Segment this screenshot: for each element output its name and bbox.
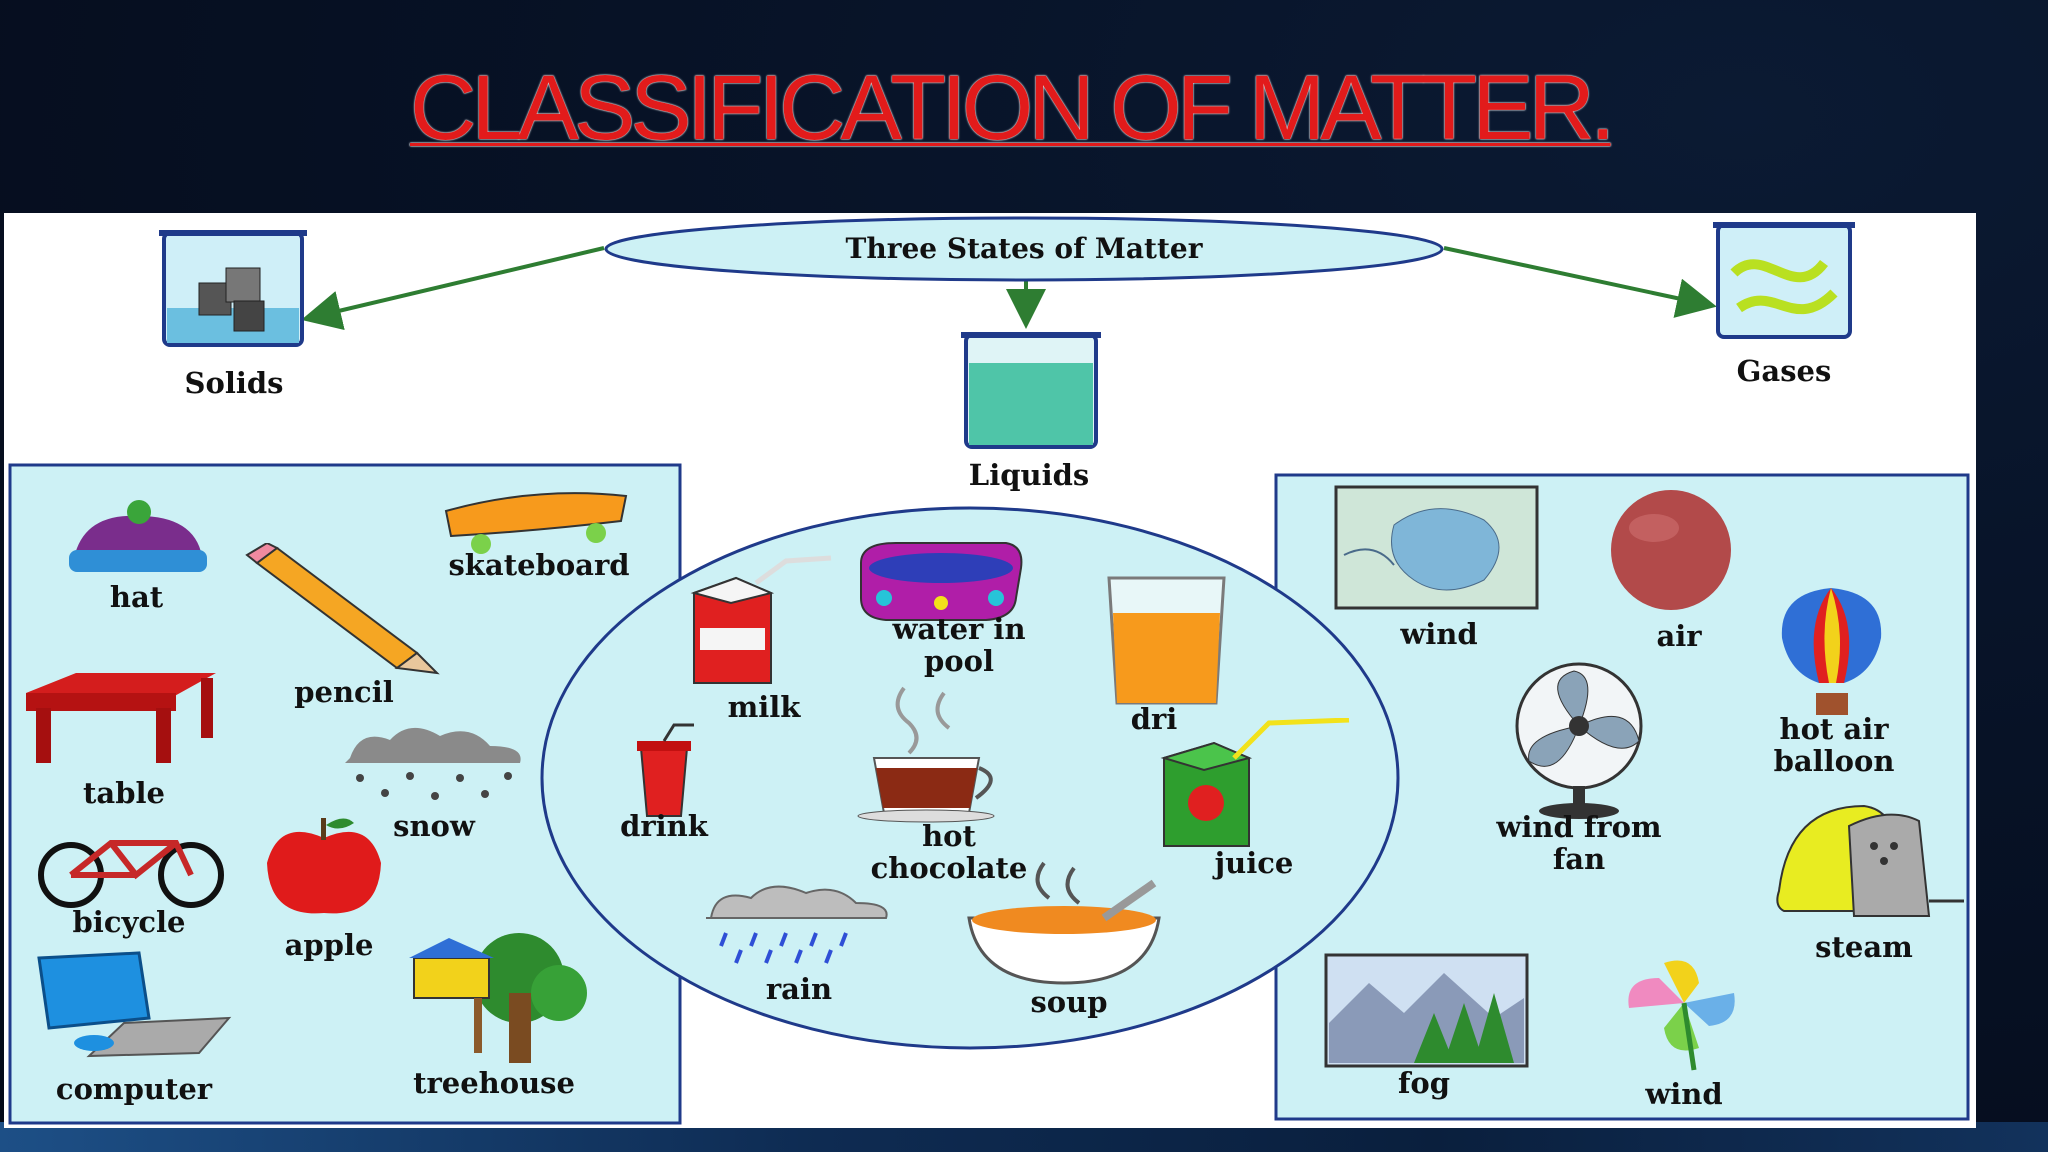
hot-air-balloon-label: hot air balloon [1773,712,1895,778]
bicycle-icon [26,823,236,908]
fog-label: fog [1397,1066,1451,1100]
gases-beaker-icon [1713,222,1855,339]
computer-icon [29,948,234,1058]
snow-icon [330,718,530,813]
bicycle-label: bicycle [72,905,186,939]
hot-chocolate-icon [854,683,1009,823]
soup-icon [964,858,1164,988]
cup-icon [629,723,699,818]
treehouse-label: treehouse [413,1066,575,1100]
fan-icon [1479,661,1679,821]
drink-label: drink [620,809,708,843]
table-icon [16,668,226,768]
hot-chocolate-label: hot chocolate [870,819,1028,885]
soup-label: soup [1030,985,1108,1019]
apple-label: apple [284,928,374,962]
pool-icon [856,538,1026,628]
air-ball-icon [1584,488,1759,613]
rain-label: rain [765,972,833,1006]
apple-icon [259,813,389,923]
gases-label: Gases [1736,354,1832,388]
wind-pinwheel-label: wind [1645,1077,1723,1111]
matter-diagram: Three States of Matter Solids Liquids Ga… [4,213,1976,1128]
liquids-beaker-icon [961,332,1101,449]
treehouse-icon [399,933,589,1063]
fog-landscape-icon [1324,953,1529,1068]
pencil-icon [242,543,442,678]
skateboard-icon [436,481,636,561]
pinwheel-icon [1604,948,1764,1073]
rain-icon [696,878,896,968]
hot-air-balloon-icon [1774,583,1889,718]
arrow-to-gases [1443,246,1717,318]
liquids-label: Liquids [968,458,1090,492]
juice-label: juice [1214,846,1294,880]
solids-beaker-icon [159,230,307,347]
wind-from-fan-label: wind from fan [1496,810,1662,876]
milk-icon [686,553,836,693]
arrow-to-solids [301,246,605,331]
computer-label: computer [55,1072,213,1106]
wind-map-label: wind [1400,617,1478,651]
steam-label: steam [1815,930,1913,964]
page-title: CLASSIFICATION OF MATTER. [410,57,1616,159]
skateboard-label: skateboard [448,548,630,582]
solids-label: Solids [184,366,284,400]
snow-label: snow [393,809,475,843]
hat-label: hat [109,580,164,614]
juice-box-icon [1154,718,1354,848]
root-label: Three States of Matter [845,232,1203,265]
hat-icon [64,498,209,578]
air-label: air [1656,619,1702,653]
weather-map-icon [1334,485,1539,610]
milk-label: milk [727,690,801,724]
pencil-label: pencil [294,675,394,709]
root-ellipse [604,216,1444,282]
glass-icon [1104,568,1229,708]
table-label: table [83,776,165,810]
pool-label: water in pool [892,612,1026,678]
steam-iron-icon [1769,801,1969,931]
drink-glass-label: dri [1130,703,1178,735]
